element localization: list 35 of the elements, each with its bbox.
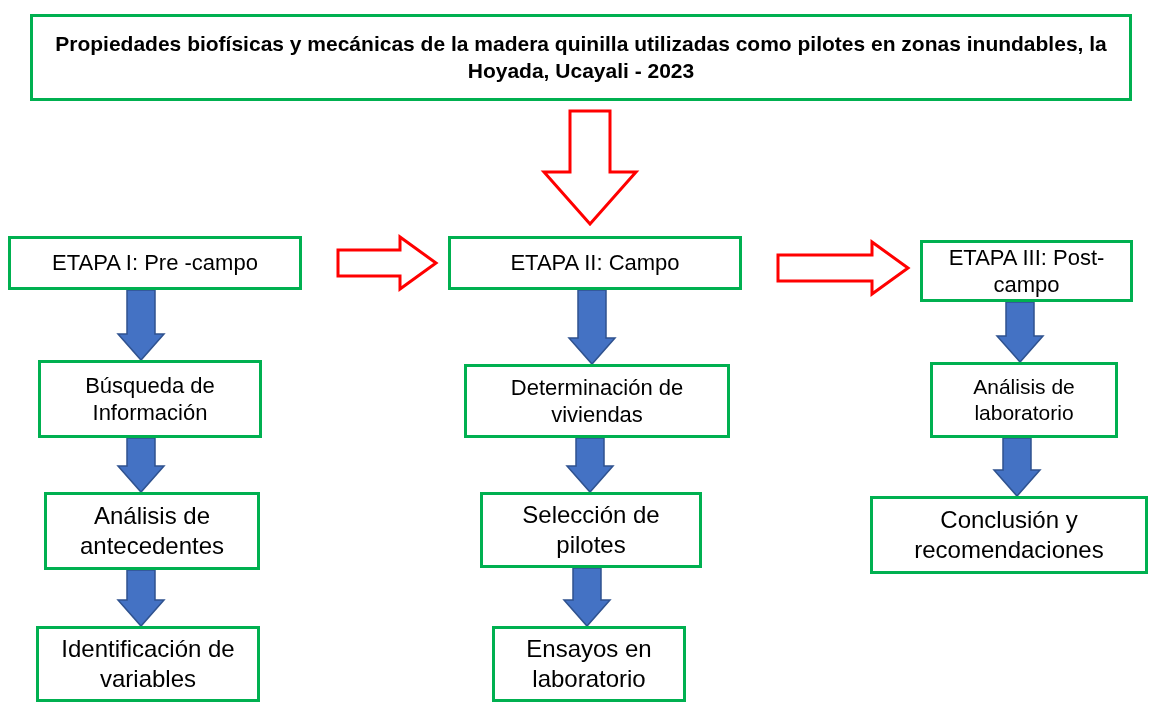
process-box	[480, 492, 702, 568]
step-label: Determinación de viviendas	[509, 373, 685, 429]
block-arrow	[776, 239, 911, 297]
process-box	[464, 364, 730, 438]
process-box	[44, 492, 260, 570]
step-label: Selección de pilotes	[521, 500, 661, 560]
block-arrow	[565, 437, 615, 494]
process-box	[8, 236, 302, 290]
process-box	[870, 496, 1148, 574]
step-label: Conclusión y recomendaciones	[913, 505, 1105, 565]
step-label: Búsqueda de Información	[84, 371, 216, 427]
step-label: ETAPA II: Campo	[510, 249, 680, 277]
block-arrow	[336, 234, 439, 292]
block-arrow	[567, 289, 617, 366]
step-label: ETAPA III: Post- campo	[947, 243, 1106, 299]
step-label: Análisis de antecedentes	[78, 501, 226, 561]
step-label: Análisis de laboratorio	[972, 373, 1076, 426]
block-arrow	[116, 437, 166, 494]
block-arrow	[540, 109, 640, 227]
title-box	[30, 14, 1132, 101]
process-box	[492, 626, 686, 702]
block-arrow	[995, 301, 1045, 364]
block-arrow	[562, 567, 612, 628]
process-box	[920, 240, 1133, 302]
block-arrow	[992, 437, 1042, 498]
title-text: Propiedades biofísicas y mecánicas de la madera quinilla utilizadas como pilotes en zonas inundables, la Hoyada, Ucayali - 2023	[54, 31, 1108, 84]
process-box	[930, 362, 1118, 438]
step-label: Identificación de variables	[60, 634, 236, 694]
step-label: Ensayos en laboratorio	[525, 634, 653, 694]
process-box	[448, 236, 742, 290]
step-label: ETAPA I: Pre -campo	[52, 249, 258, 277]
process-box	[38, 360, 262, 438]
block-arrow	[116, 569, 166, 628]
process-box	[36, 626, 260, 702]
block-arrow	[116, 289, 166, 362]
